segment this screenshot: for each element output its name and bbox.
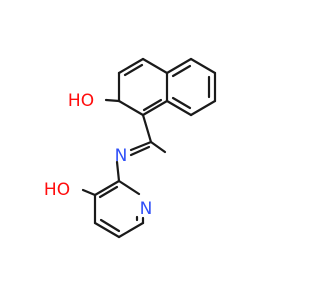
- bond-c7-c8: [189, 99, 217, 117]
- bond-c8-c8a: [165, 99, 193, 117]
- bond-c8a-c1: [141, 99, 169, 117]
- atom-labels: HO N HO N: [44, 91, 152, 219]
- bond-c1-ch: [141, 113, 153, 144]
- bond-p4-p5-inner: [99, 218, 121, 233]
- bond-c4-c4a: [141, 57, 169, 75]
- bond-ch-h: [149, 140, 167, 154]
- hydroxyl-label-top: HO: [68, 91, 94, 111]
- bond-p3-oh: [81, 188, 97, 197]
- bond-ch-n-double-b: [129, 145, 151, 157]
- bond-c3-c4: [117, 57, 145, 75]
- bond-c4a-c5-inner: [171, 64, 192, 78]
- bond-c1-c2: [117, 99, 145, 117]
- bond-ch-n-double-a: [129, 140, 153, 152]
- bond-pn-p2: [117, 179, 141, 196]
- bonds: [81, 57, 217, 239]
- bond-c8-c8a-inner: [171, 96, 192, 110]
- bond-c3-c4-inner: [123, 63, 144, 77]
- bond-c5-c6: [189, 57, 217, 75]
- molecule-structure: HO N HO N: [44, 57, 217, 239]
- bond-n-pyridine: [115, 160, 121, 183]
- imine-nitrogen-label: N: [115, 146, 128, 166]
- bond-p4-p5: [93, 221, 121, 239]
- bond-p2-p3: [93, 179, 121, 197]
- bond-c2-oh: [104, 98, 121, 103]
- pyridine-nitrogen-label: N: [140, 199, 153, 219]
- bond-p2-p3-inner: [98, 185, 119, 199]
- bond-p5-p6: [117, 221, 145, 239]
- bond-c4a-c5: [165, 57, 193, 75]
- bond-c8a-c1-inner: [142, 98, 163, 112]
- hydroxyl-label-bottom: HO: [44, 180, 70, 200]
